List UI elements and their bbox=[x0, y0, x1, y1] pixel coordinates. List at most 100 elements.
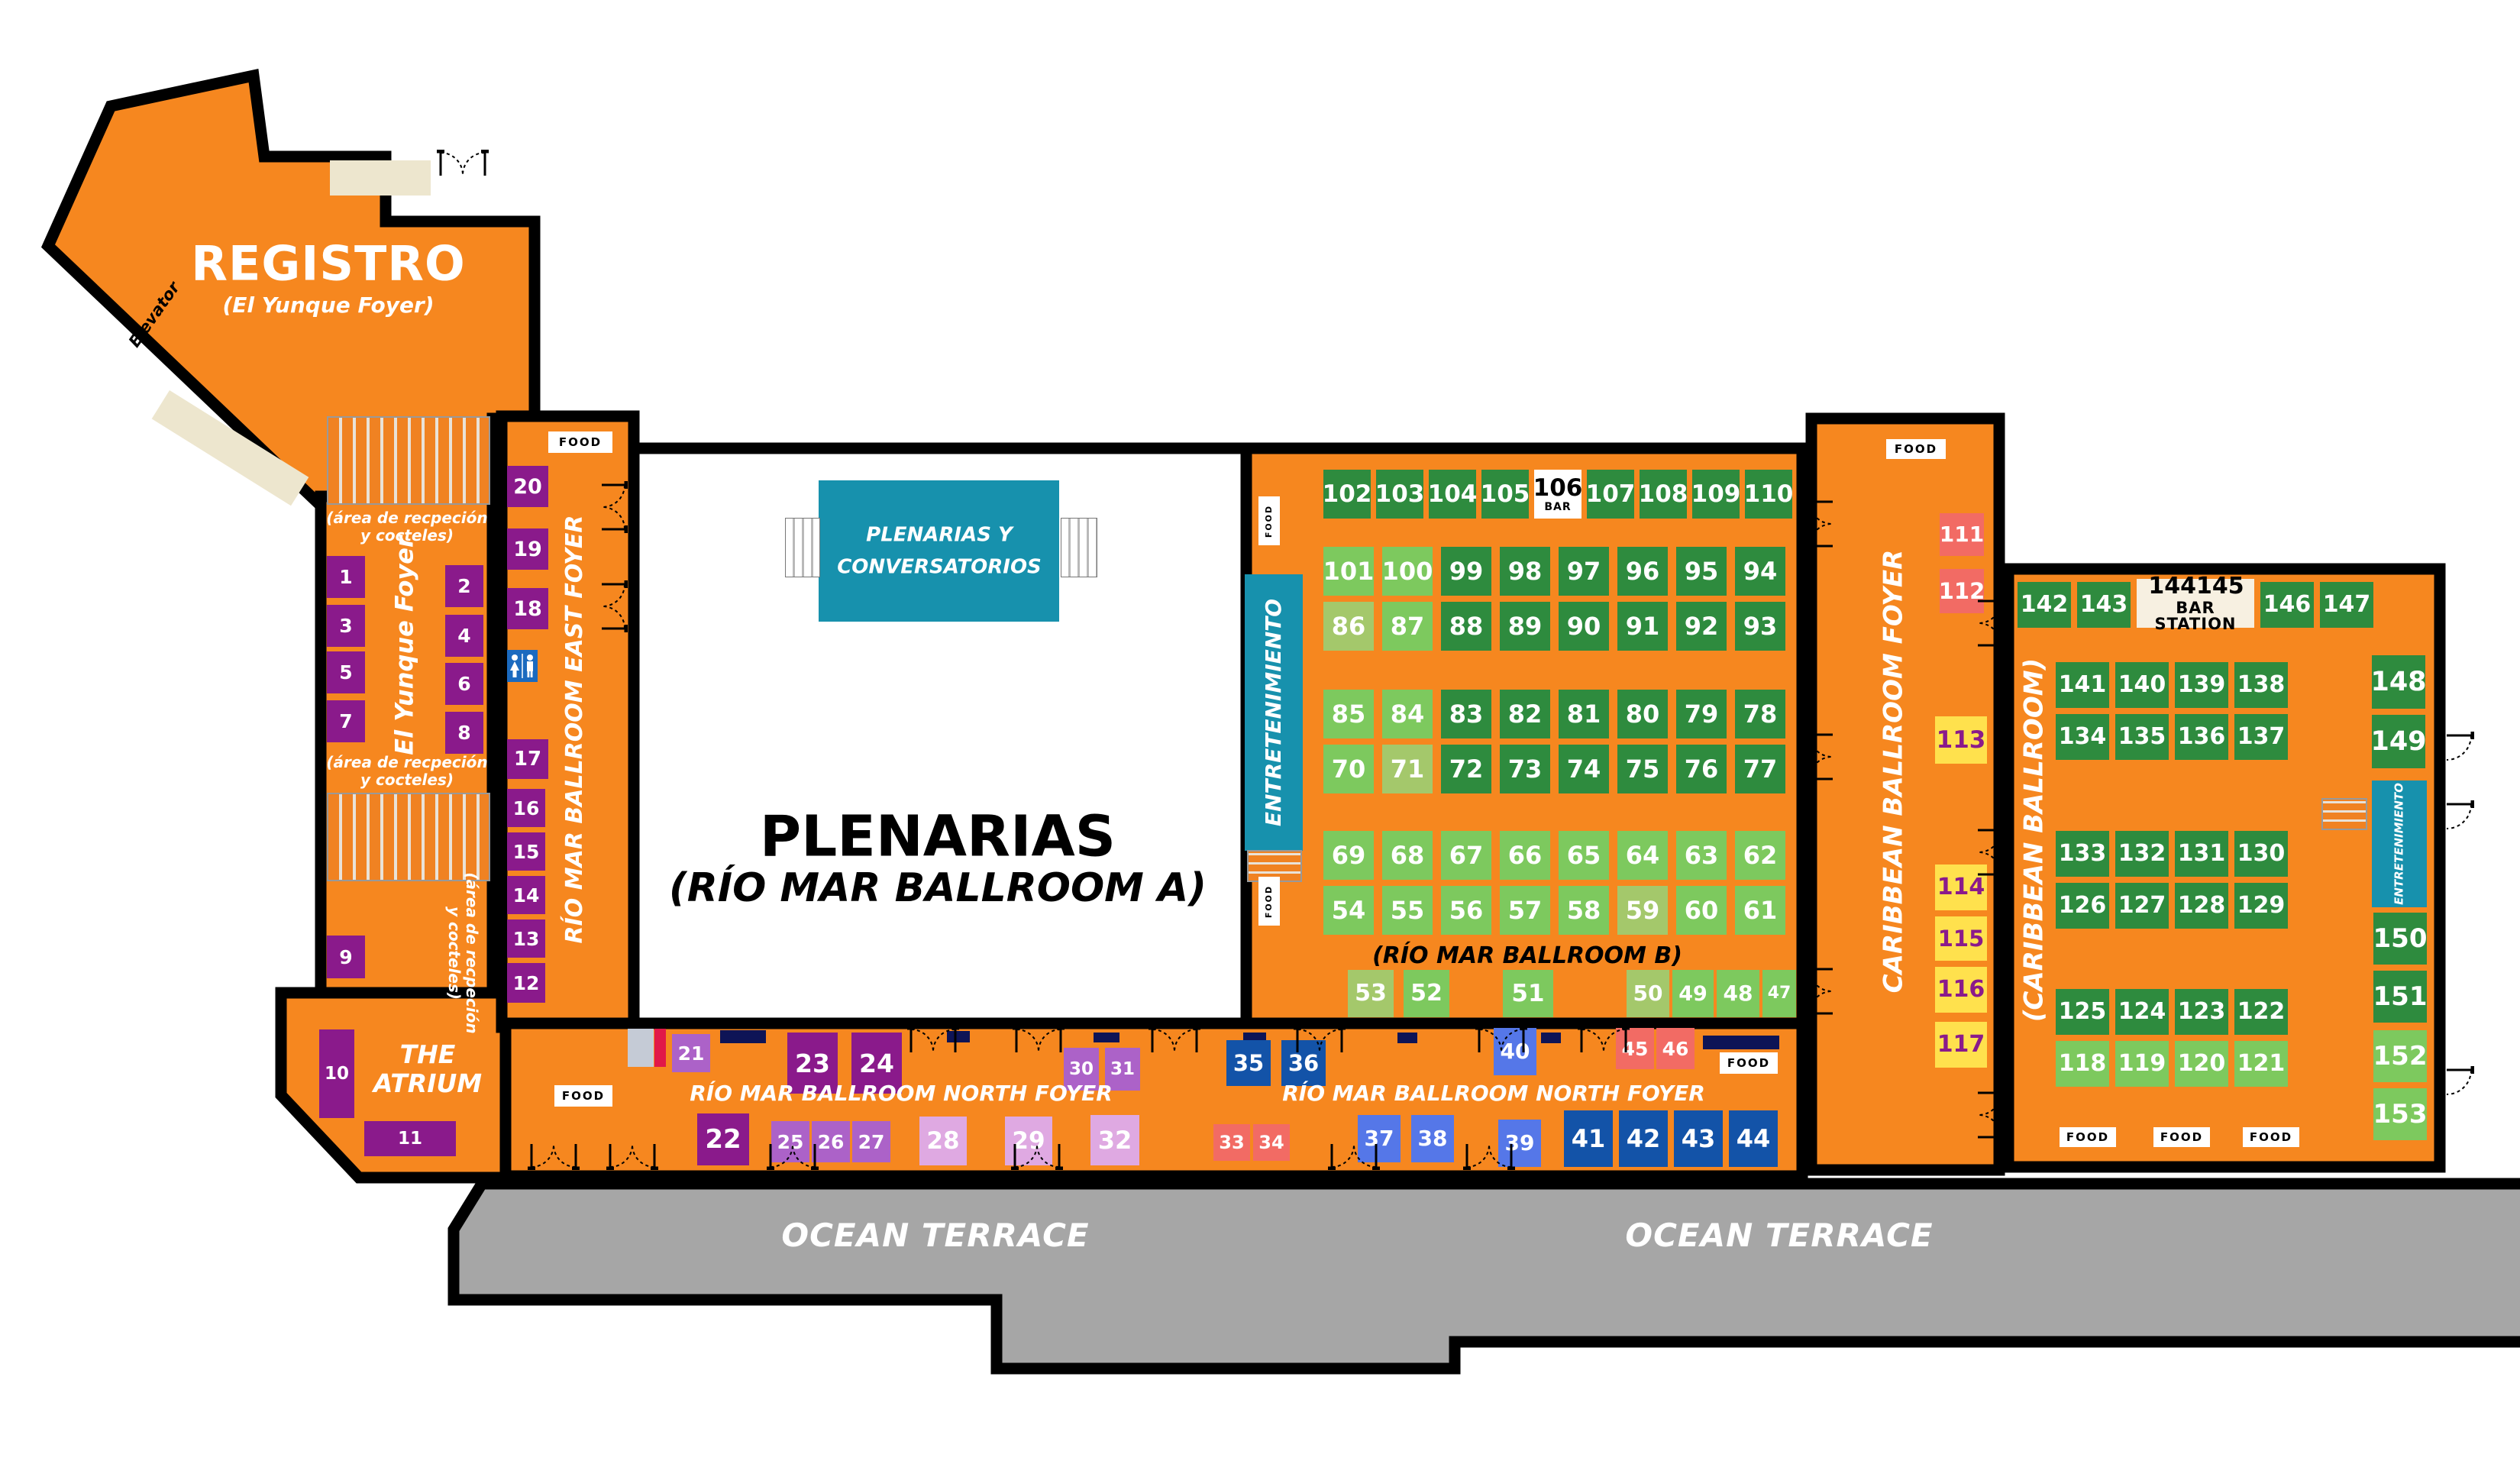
booth-140: 140 bbox=[2115, 662, 2169, 708]
booth-107: 107 bbox=[1586, 470, 1635, 519]
booth-67: 67 bbox=[1441, 831, 1491, 880]
door-icon bbox=[1147, 1026, 1202, 1063]
door-icon bbox=[1967, 1087, 2005, 1142]
door-icon bbox=[1463, 1144, 1515, 1171]
booth-74: 74 bbox=[1559, 745, 1609, 793]
booth-138: 138 bbox=[2234, 662, 2288, 708]
booth-16: 16 bbox=[507, 789, 545, 827]
booth-88: 88 bbox=[1441, 602, 1491, 651]
door-icon bbox=[1978, 597, 2005, 649]
door-icon bbox=[1462, 1133, 1517, 1171]
booth-51: 51 bbox=[1503, 970, 1553, 1017]
booth-130: 130 bbox=[2234, 831, 2288, 877]
booth-66: 66 bbox=[1500, 831, 1550, 880]
booth-57: 57 bbox=[1500, 886, 1550, 935]
booth-146: 146 bbox=[2260, 582, 2314, 628]
door-icon bbox=[437, 149, 489, 176]
booth-106: 106 BAR bbox=[1533, 470, 1582, 519]
booth-133: 133 bbox=[2056, 831, 2109, 877]
booth-152: 152 bbox=[2373, 1030, 2428, 1082]
booth-90: 90 bbox=[1559, 602, 1609, 651]
restroom-icon bbox=[510, 654, 533, 678]
booth-98: 98 bbox=[1500, 547, 1550, 596]
door-icon bbox=[1011, 1026, 1066, 1063]
booth-108: 108 bbox=[1639, 470, 1688, 519]
legend-red bbox=[654, 1029, 666, 1067]
stairs bbox=[327, 416, 490, 505]
food-station-label: FOOD bbox=[2243, 1127, 2299, 1147]
booth-102: 102 bbox=[1323, 470, 1371, 519]
booth-113: 113 bbox=[1935, 716, 1987, 764]
registro-subtitle: (El Yunque Foyer) bbox=[222, 292, 435, 318]
door-icon bbox=[2438, 799, 2475, 829]
booth-101: 101 bbox=[1323, 547, 1374, 596]
food-station-label: FOOD bbox=[548, 431, 612, 453]
booth-83: 83 bbox=[1441, 690, 1491, 738]
entretenimiento-label-c: ENTRETENIMIENTO bbox=[2392, 783, 2406, 905]
booth-128: 128 bbox=[2175, 883, 2228, 929]
ocean-terrace-label: OCEAN TERRACE bbox=[1625, 1216, 1934, 1254]
door-icon bbox=[1967, 596, 2005, 651]
booth-47: 47 bbox=[1762, 970, 1796, 1017]
booth-121: 121 bbox=[2234, 1041, 2288, 1087]
booth-31: 31 bbox=[1105, 1048, 1140, 1091]
door-icon bbox=[1576, 1026, 1631, 1063]
booth-91: 91 bbox=[1617, 602, 1668, 651]
entretenimiento-banner-b bbox=[1245, 574, 1303, 851]
booth-151: 151 bbox=[2373, 971, 2428, 1023]
door-icon bbox=[1978, 826, 2005, 878]
booth-116: 116 bbox=[1935, 967, 1987, 1013]
booth-79: 79 bbox=[1676, 690, 1727, 738]
north-foyer-label: RÍO MAR BALLROOM NORTH FOYER bbox=[690, 1080, 1113, 1106]
booth-48: 48 bbox=[1717, 970, 1759, 1017]
booth-61: 61 bbox=[1735, 886, 1785, 935]
booth-14: 14 bbox=[507, 876, 545, 914]
legend-gray bbox=[628, 1029, 654, 1067]
door-icon bbox=[1013, 1026, 1065, 1052]
door-icon bbox=[1978, 1089, 2005, 1141]
booth-37: 37 bbox=[1358, 1115, 1401, 1162]
booth-137: 137 bbox=[2234, 714, 2288, 760]
stairs bbox=[2321, 798, 2367, 830]
booth-52: 52 bbox=[1404, 970, 1449, 1017]
booth-111: 111 bbox=[1940, 513, 1984, 556]
booth-58: 58 bbox=[1559, 886, 1609, 935]
food-station-label: FOOD bbox=[2060, 1127, 2116, 1147]
booth-150: 150 bbox=[2373, 913, 2428, 965]
booth-112: 112 bbox=[1939, 569, 1985, 613]
booth-86: 86 bbox=[1323, 602, 1374, 651]
door-icon bbox=[1806, 965, 1833, 1017]
booth-71: 71 bbox=[1382, 745, 1433, 793]
booth-81: 81 bbox=[1559, 690, 1609, 738]
ocean-terrace-area bbox=[447, 1178, 2520, 1375]
plenarias-subtitle: (RÍO MAR BALLROOM A) bbox=[668, 865, 1207, 912]
door-icon bbox=[605, 1133, 660, 1171]
stage bbox=[819, 480, 1059, 622]
door-icon bbox=[1806, 964, 1843, 1019]
booth-104: 104 bbox=[1428, 470, 1477, 519]
threshold bbox=[1703, 1036, 1779, 1049]
door-icon bbox=[1806, 729, 1843, 784]
east-foyer-label: RÍO MAR BALLROOM EAST FOYER bbox=[561, 515, 588, 944]
booth-34: 34 bbox=[1253, 1124, 1290, 1161]
restroom bbox=[507, 650, 538, 682]
door-icon bbox=[2446, 800, 2475, 829]
booth-77: 77 bbox=[1735, 745, 1785, 793]
booth-143: 143 bbox=[2077, 582, 2131, 628]
booth-65: 65 bbox=[1559, 831, 1609, 880]
booth-55: 55 bbox=[1382, 886, 1433, 935]
booth-62: 62 bbox=[1735, 831, 1785, 880]
caribbean-ballroom-label: (CARIBBEAN BALLROOM) bbox=[2018, 658, 2050, 1023]
booth-82: 82 bbox=[1500, 690, 1550, 738]
booth-75: 75 bbox=[1617, 745, 1668, 793]
booth-87: 87 bbox=[1382, 602, 1433, 651]
area-note: (área de recpeción y cocteles) bbox=[326, 509, 488, 545]
booth-139: 139 bbox=[2175, 662, 2228, 708]
booth-122: 122 bbox=[2234, 989, 2288, 1035]
door-icon bbox=[906, 1026, 961, 1063]
bar-label: BAR bbox=[1544, 500, 1572, 513]
door-icon bbox=[1474, 1026, 1529, 1063]
booth-21: 21 bbox=[672, 1034, 710, 1072]
